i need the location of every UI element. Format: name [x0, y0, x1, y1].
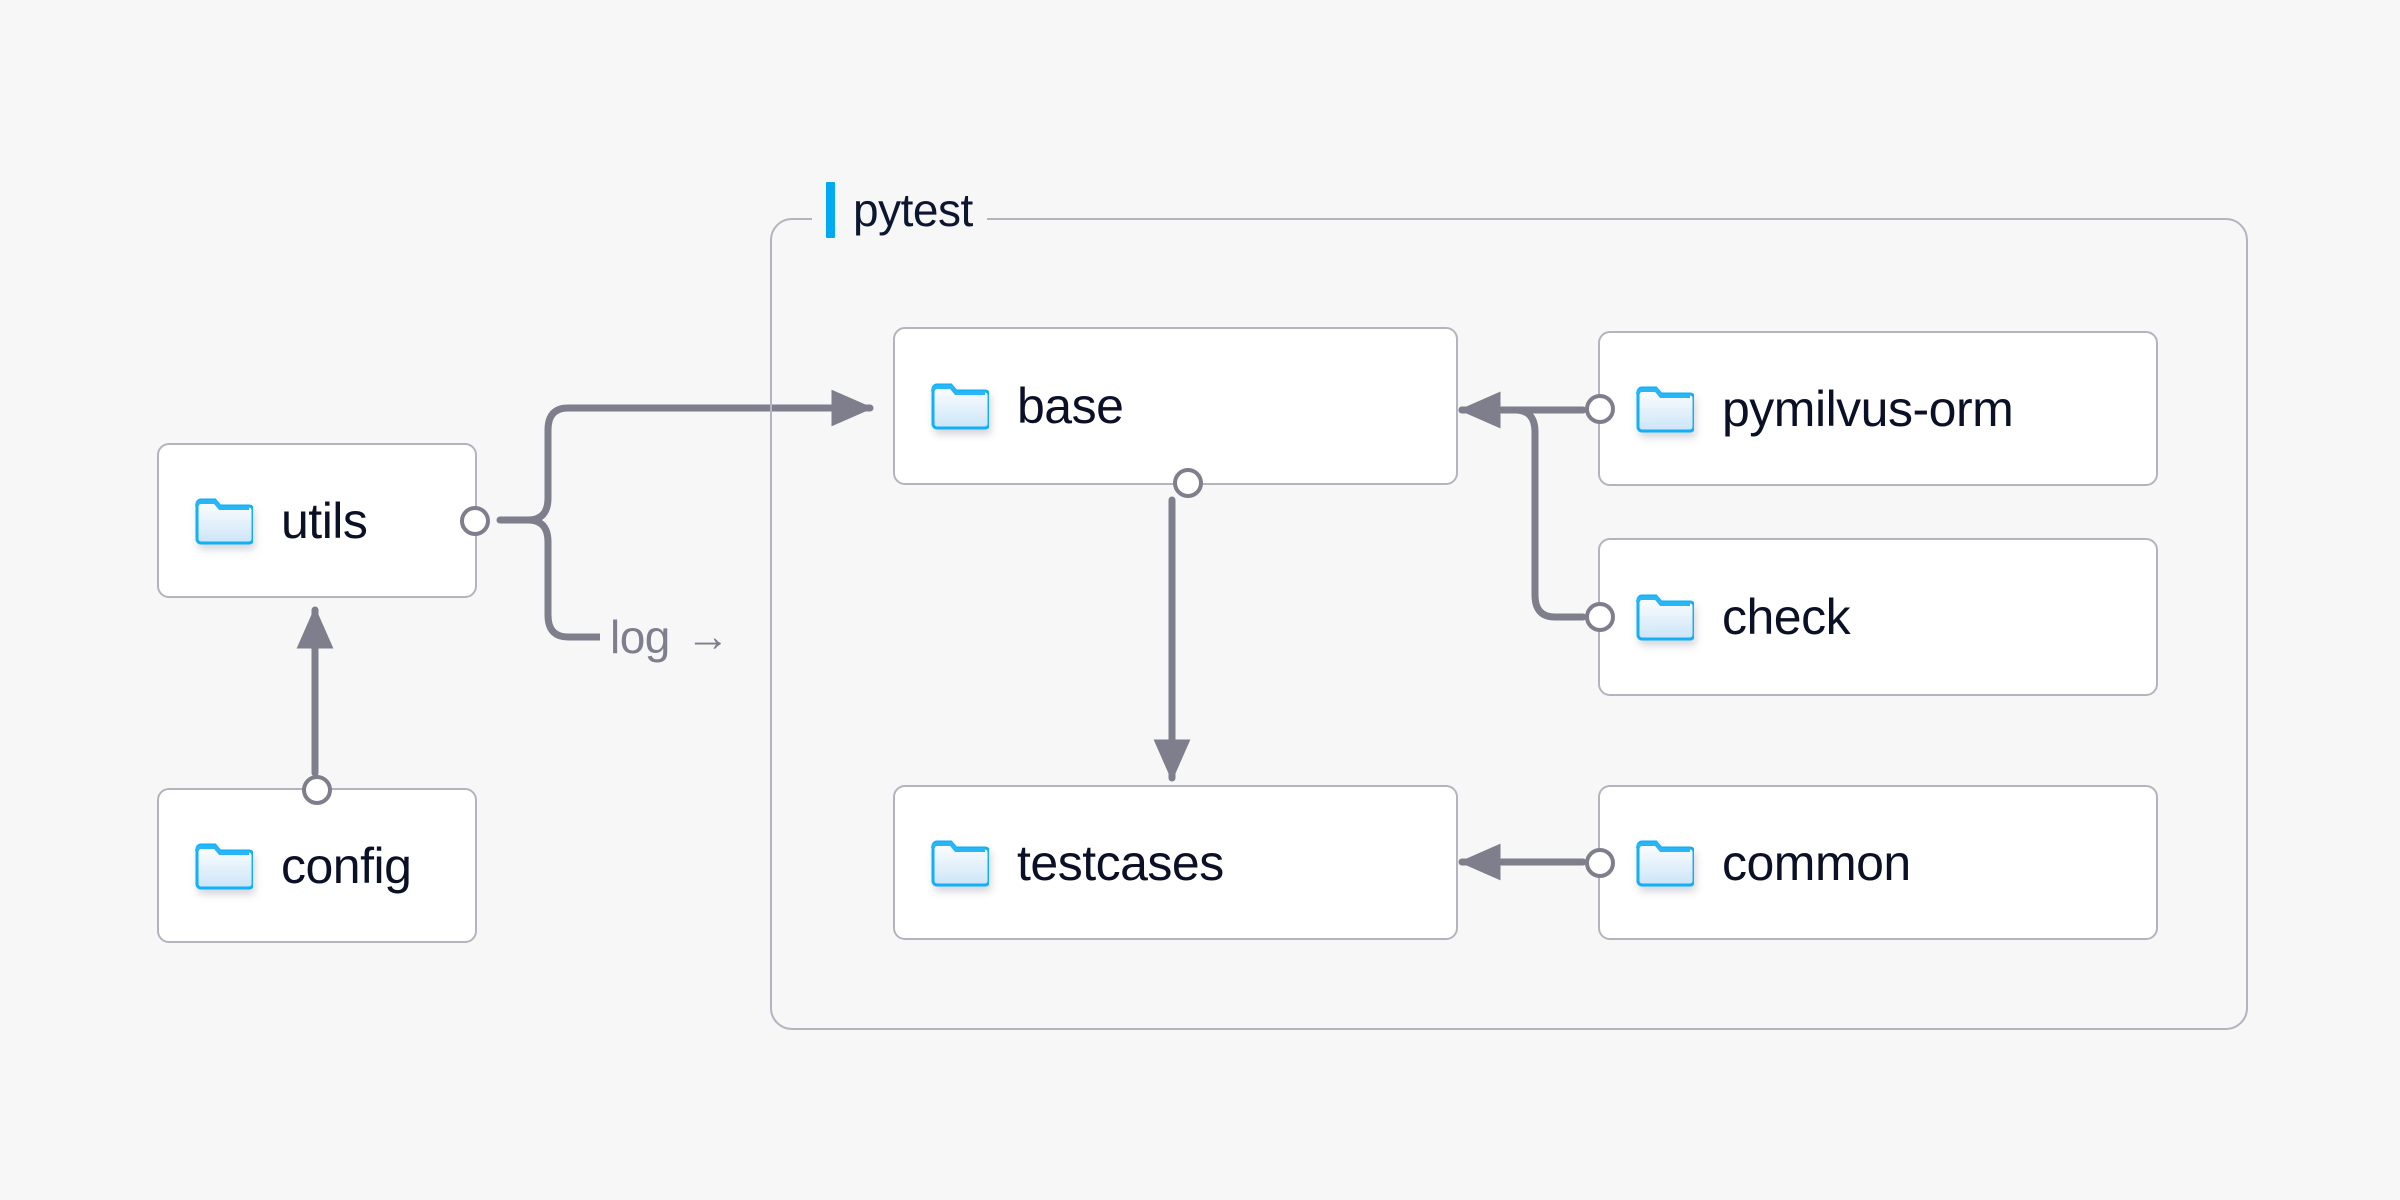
folder-icon — [1636, 593, 1694, 641]
node-check[interactable]: check — [1585, 538, 2158, 696]
node-common[interactable]: common — [1585, 785, 2158, 940]
node-pymilvus-orm-label: pymilvus-orm — [1722, 380, 2014, 437]
node-base-label: base — [1017, 378, 1124, 434]
node-utils-label: utils — [281, 492, 368, 549]
group-pytest-label: pytest — [812, 182, 987, 238]
port-base-bottom[interactable] — [1173, 468, 1203, 498]
node-utils[interactable]: utils — [157, 443, 490, 598]
group-pytest-label-text: pytest — [853, 184, 973, 236]
group-pytest[interactable] — [770, 218, 2248, 1030]
node-config[interactable]: config — [157, 775, 477, 943]
node-config-label: config — [281, 837, 412, 894]
port-pymilvus-orm-left[interactable] — [1585, 393, 1615, 424]
edge-label-log-text: log — [610, 611, 670, 663]
node-testcases[interactable]: testcases — [893, 785, 1458, 940]
accent-bar-icon — [826, 182, 835, 238]
node-common-label: common — [1722, 834, 1911, 891]
node-check-label: check — [1722, 589, 1851, 645]
folder-icon — [1636, 385, 1694, 433]
node-testcases-label: testcases — [1017, 834, 1224, 891]
arrow-right-icon: → — [685, 612, 730, 661]
folder-icon — [1636, 839, 1694, 887]
node-pymilvus-orm[interactable]: pymilvus-orm — [1585, 331, 2158, 486]
port-utils-right[interactable] — [460, 505, 490, 536]
folder-icon — [195, 497, 253, 545]
folder-icon — [195, 842, 253, 890]
folder-icon — [931, 839, 989, 887]
folder-icon — [931, 382, 989, 430]
edge-label-log: log → — [600, 611, 740, 663]
edge-utils-to-pytest-log — [524, 516, 604, 641]
port-check-left[interactable] — [1585, 602, 1615, 632]
node-base[interactable]: base — [893, 327, 1458, 498]
port-config-top[interactable] — [302, 775, 332, 805]
port-common-left[interactable] — [1585, 847, 1615, 878]
